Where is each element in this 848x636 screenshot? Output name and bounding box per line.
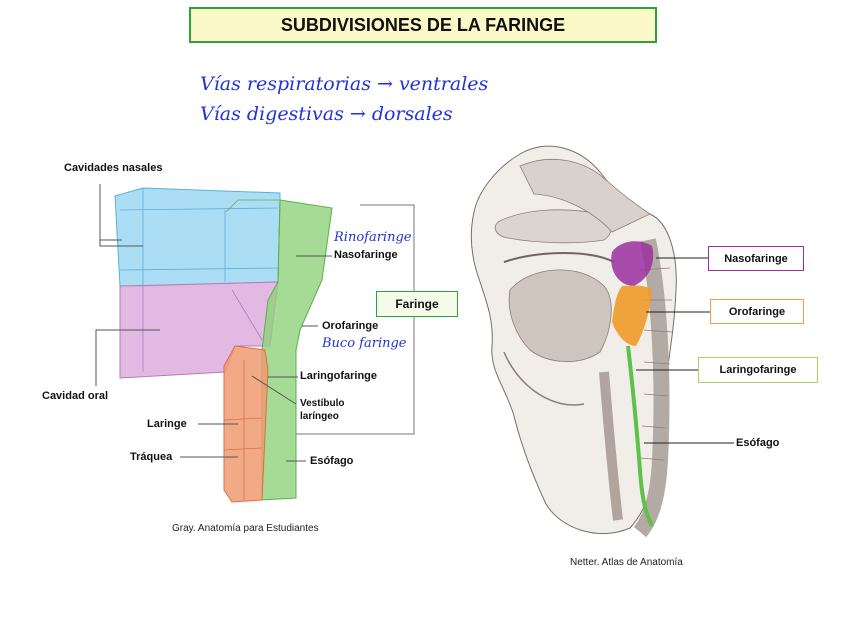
nasopharynx-region xyxy=(611,241,654,286)
label-cavidades-nasales: Cavidades nasales xyxy=(64,162,163,174)
palate xyxy=(503,252,615,263)
nasal-conchae xyxy=(494,209,612,244)
oropharynx-region xyxy=(612,285,652,346)
skull-base xyxy=(519,159,651,233)
tongue xyxy=(508,269,612,362)
handwritten-rinofaringe: Rinofaringe xyxy=(334,230,412,245)
trachea-tube xyxy=(599,371,623,521)
cervical-spine xyxy=(633,238,670,538)
label-esofago-right: Esófago xyxy=(736,437,780,449)
label-esofago-left: Esófago xyxy=(310,455,354,467)
label-laringofaringe-left: Laringofaringe xyxy=(300,370,378,382)
label-vestibulo-laringeo: laríngeo xyxy=(300,411,339,422)
handwritten-bucofaringe: Buco faringe xyxy=(322,336,407,351)
faringe-box: Faringe xyxy=(376,291,458,317)
label-orofaringe-left: Orofaringe xyxy=(322,320,379,332)
caption-netter: Netter. Atlas de Anatomía xyxy=(570,557,683,568)
box-nasofaringe-right: Nasofaringe xyxy=(708,246,804,271)
label-cavidad-oral: Cavidad oral xyxy=(42,390,109,402)
pharynx-bracket xyxy=(296,204,415,435)
caption-gray: Gray. Anatomía para Estudiantes xyxy=(172,523,319,534)
box-orofaringe-right: Orofaringe xyxy=(710,299,804,324)
handwritten-note-digestive: Vías digestivas → dorsales xyxy=(200,103,453,125)
page-title: SUBDIVISIONES DE LA FARINGE xyxy=(189,7,657,43)
box-laringofaringe-right: Laringofaringe xyxy=(698,357,818,383)
label-traquea: Tráquea xyxy=(130,451,173,463)
mandible xyxy=(503,351,585,406)
handwritten-note-respiratory: Vías respiratorias → ventrales xyxy=(200,73,489,95)
larynx-trachea-region xyxy=(223,345,269,503)
label-laringe: Laringe xyxy=(147,418,187,430)
laryngopharynx-region xyxy=(626,345,654,527)
label-vestibulo: Vestíbulo xyxy=(300,398,345,409)
label-nasofaringe-left: Nasofaringe xyxy=(334,249,398,261)
